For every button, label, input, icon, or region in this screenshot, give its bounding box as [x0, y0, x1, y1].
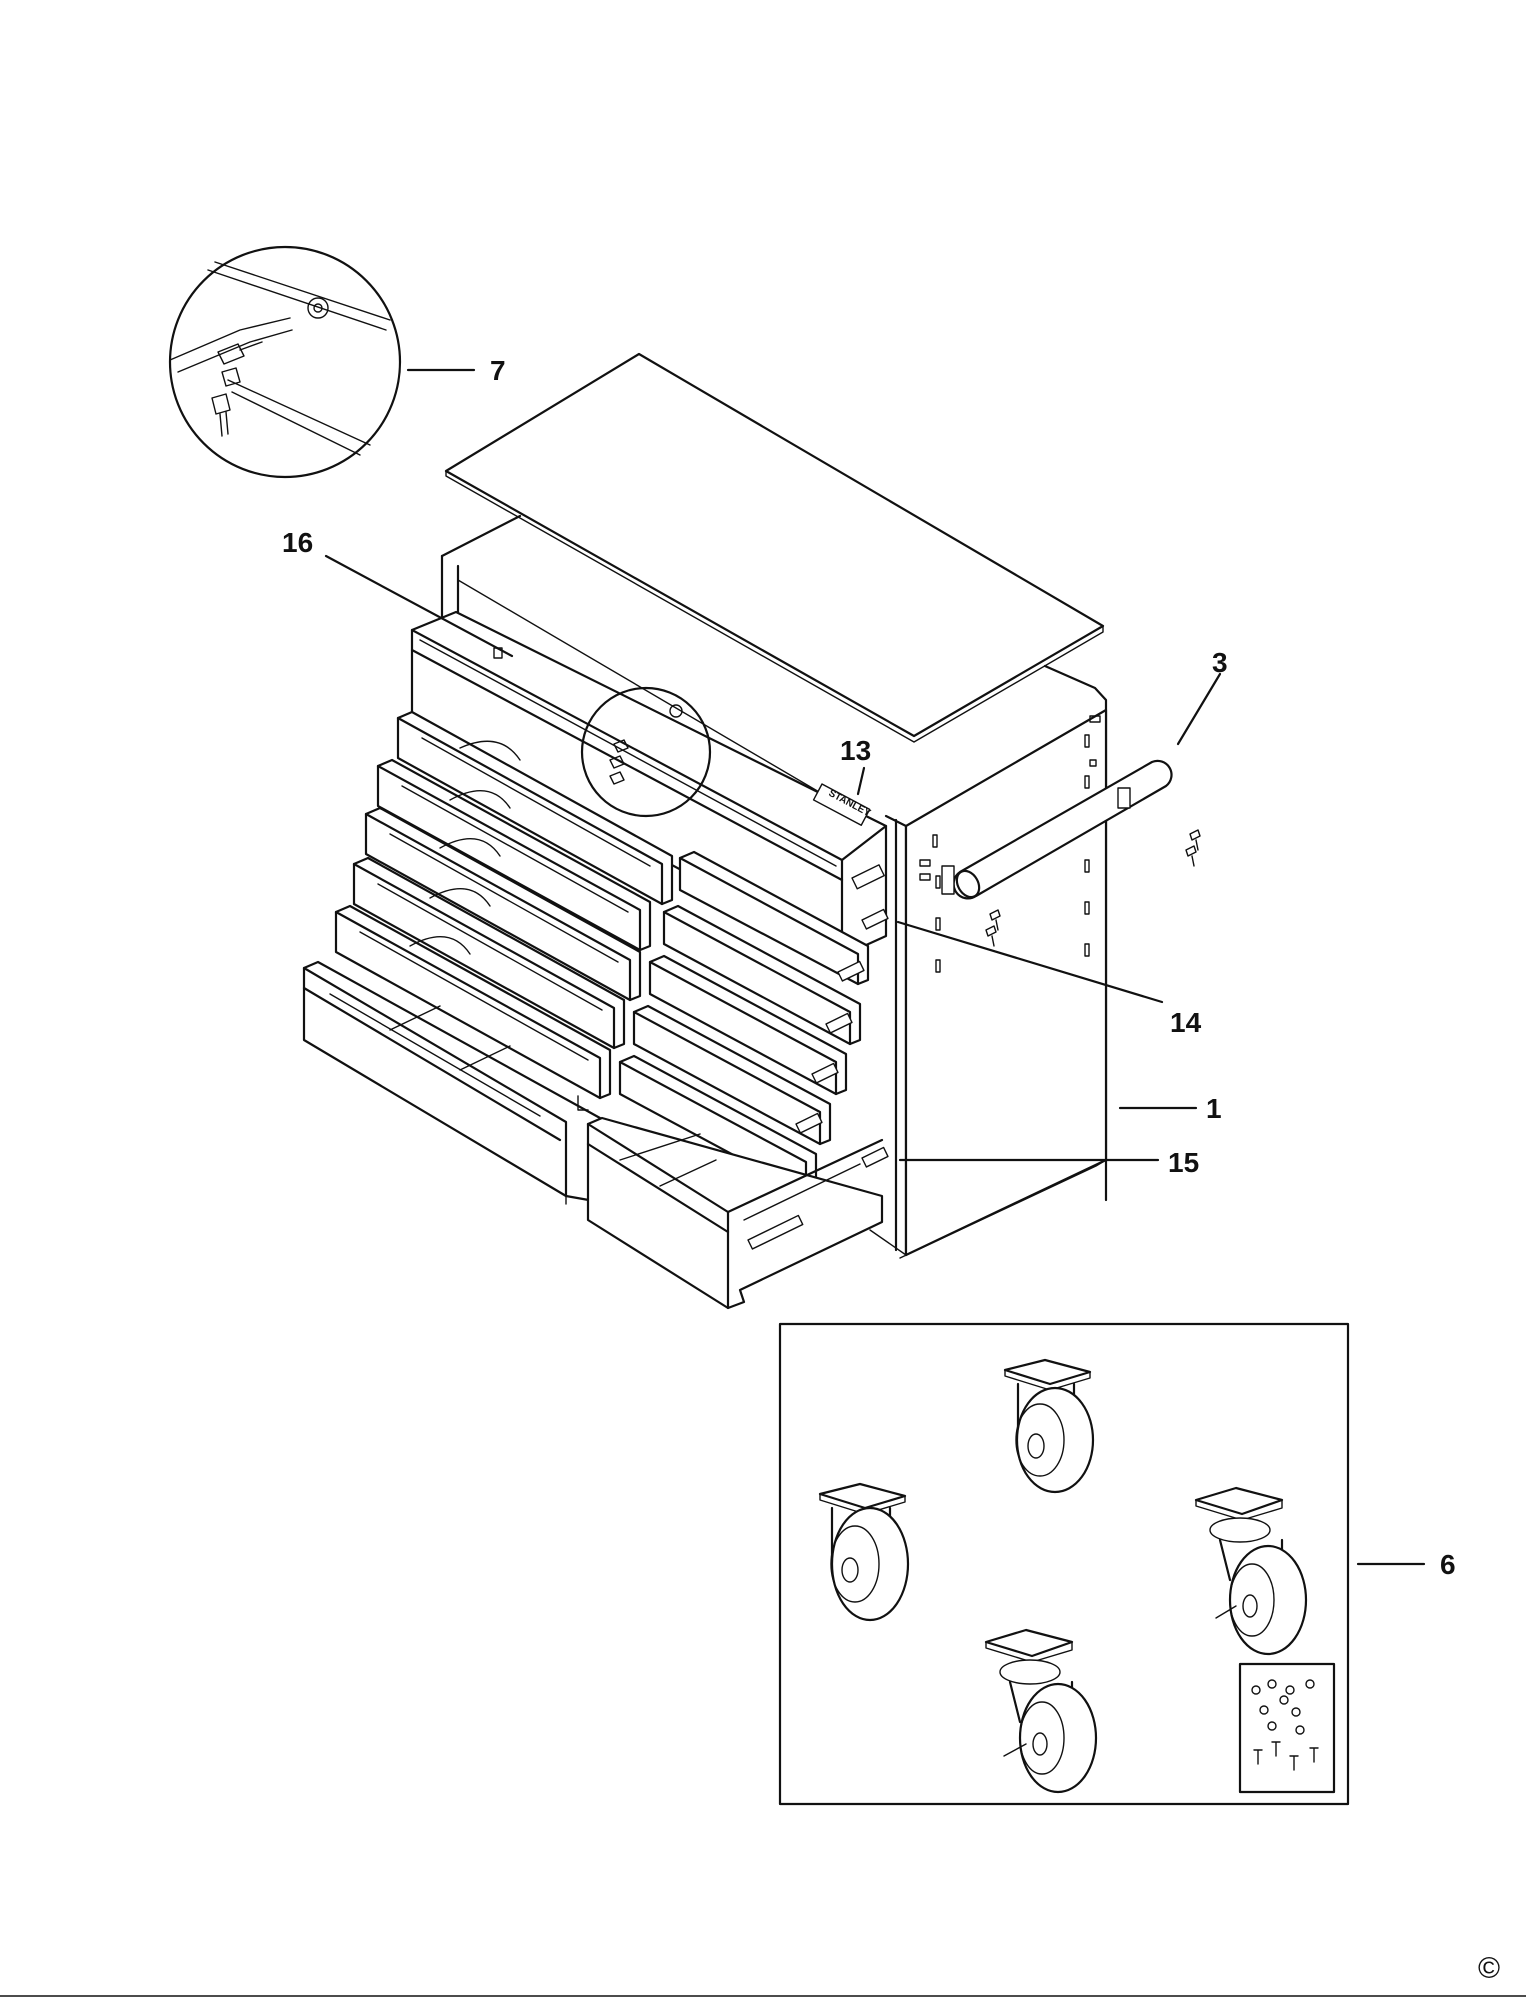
callout-3: 3 [1212, 647, 1228, 678]
right-drawer-stack [565, 850, 889, 1310]
lock-detail-inset [168, 245, 402, 479]
swivel-caster-icon [984, 1628, 1098, 1794]
leader-3 [1176, 672, 1222, 746]
callout-7: 7 [490, 355, 506, 386]
callout-6: 6 [1440, 1549, 1456, 1580]
copyright-mark: © [1478, 1952, 1500, 1985]
callout-16: 16 [282, 527, 313, 558]
callout-1: 1 [1206, 1093, 1222, 1124]
swivel-caster-icon [1194, 1486, 1308, 1656]
callout-13: 13 [840, 735, 871, 766]
fixed-caster-icon [1003, 1358, 1095, 1494]
leader-13 [856, 766, 866, 796]
leader-14 [896, 920, 1164, 1004]
fixed-caster-icon [818, 1482, 910, 1622]
caster-kit-box [778, 1322, 1350, 1806]
hardware-pack-icon [1238, 1662, 1336, 1794]
left-drawer-stack [302, 710, 674, 1204]
screws-icon [985, 829, 1201, 947]
keys-icon [211, 341, 263, 437]
leader-16 [324, 554, 514, 658]
side-handle [941, 759, 1201, 947]
callout-14: 14 [1170, 1007, 1202, 1038]
lock-keys-icon [609, 739, 629, 785]
callout-15: 15 [1168, 1147, 1199, 1178]
